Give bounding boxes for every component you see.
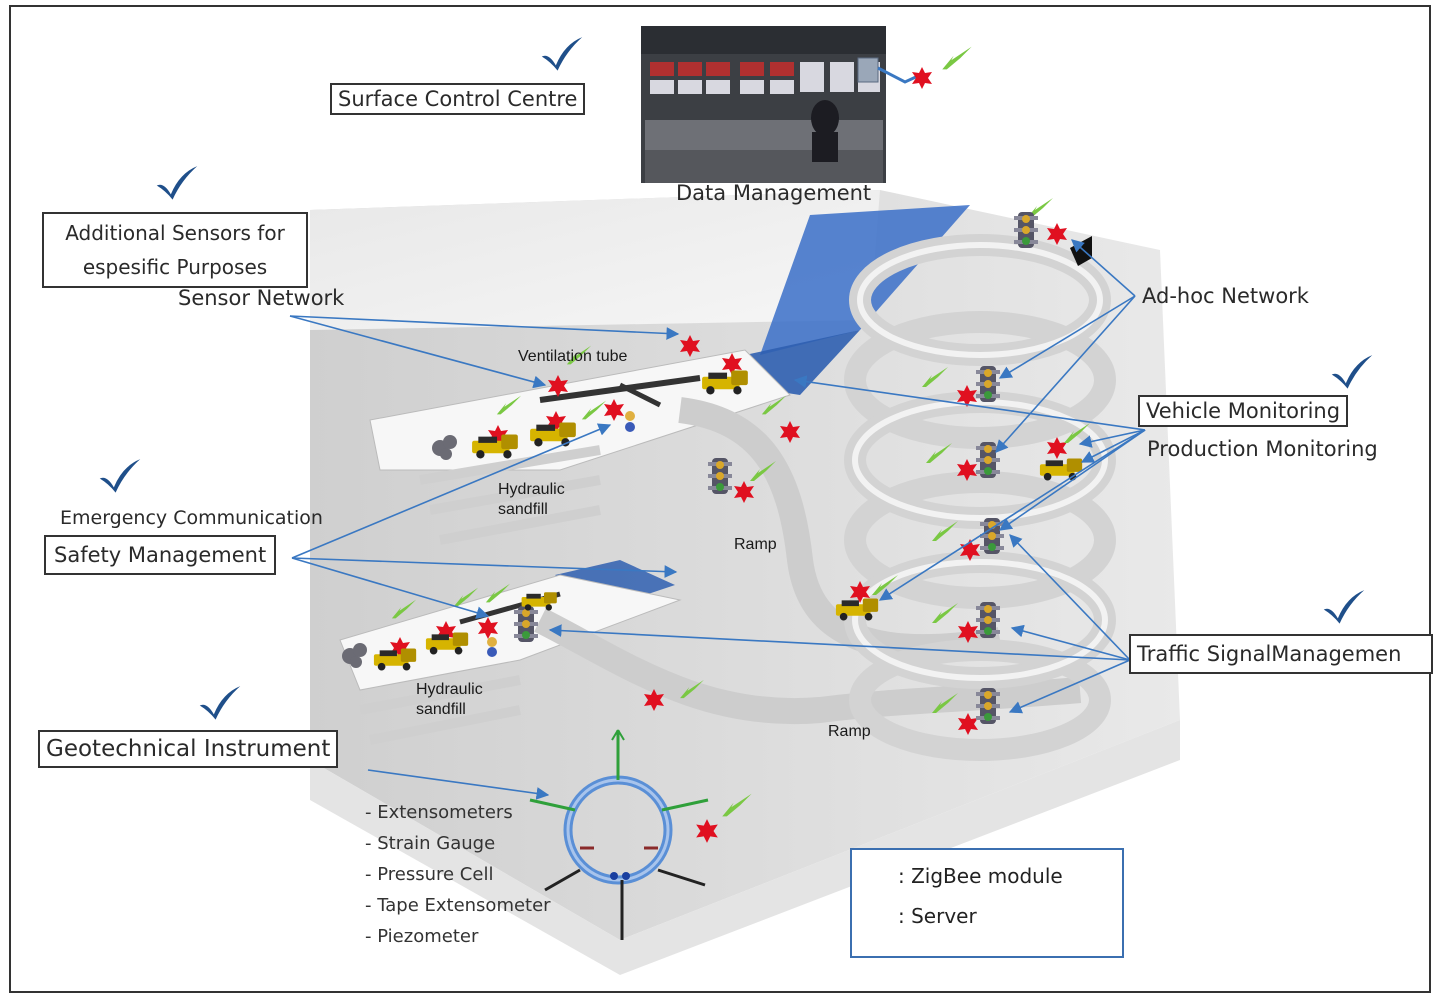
instrument-item: - Strain Gauge	[365, 833, 496, 854]
surface-control-centre-label: Surface Control Centre	[330, 83, 586, 115]
checkmark-icon	[199, 686, 241, 720]
instrument-item: - Tape Extensometer	[365, 895, 551, 916]
worker-icon	[625, 411, 635, 421]
traffic-light-icon	[514, 606, 538, 642]
rock-piles	[342, 435, 457, 668]
worker-icon	[487, 647, 497, 657]
hydraulic-sandfill-lower-label: Hydraulic sandfill	[416, 681, 483, 718]
geotechnical-instrument-label: Geotechnical Instrument	[38, 730, 339, 768]
additional-sensors-label: Additional Sensors for espesific Purpose…	[42, 212, 308, 288]
traffic-light-icon	[976, 366, 1000, 402]
sandfill-steps-upper	[419, 445, 601, 545]
control-centre-photo	[641, 26, 886, 183]
ramp-lower-label: Ramp	[828, 723, 871, 740]
ramp-lower	[534, 608, 1082, 725]
server-icon	[857, 57, 879, 83]
sensor-network-label: Sensor Network	[178, 286, 345, 310]
worker-icon	[625, 422, 635, 432]
traffic-light-icon	[976, 442, 1000, 478]
data-management-label: Data Management	[676, 181, 872, 205]
ventilation-tube-label: Ventilation tube	[518, 348, 628, 365]
lower-level-floor	[339, 574, 682, 691]
traffic-light-icon	[708, 458, 732, 494]
server-link	[877, 66, 919, 84]
instrument-item: - Extensometers	[365, 802, 513, 823]
worker-icon	[487, 637, 497, 647]
sandfill-steps-lower	[359, 675, 521, 745]
production-monitoring-label: Production Monitoring	[1147, 437, 1378, 461]
checkmark-icon	[1323, 590, 1365, 624]
ramp-upper-label: Ramp	[734, 536, 777, 553]
legend-server-label: : Server	[898, 904, 977, 928]
ramp-upper	[678, 397, 1003, 661]
hydraulic-sandfill-upper-label: Hydraulic sandfill	[498, 481, 565, 518]
traffic-light-icon	[1014, 212, 1038, 248]
instrument-item: - Piezometer	[365, 926, 479, 947]
mine-block-base	[310, 720, 1180, 975]
traffic-signal-management-label: Traffic SignalManagemen	[1129, 634, 1433, 674]
connector-arrows	[289, 239, 1146, 800]
mine-block-top	[310, 190, 880, 330]
checkmark-icon	[156, 166, 198, 200]
emergency-communication-label: Emergency Communication	[60, 507, 323, 529]
adhoc-network-label: Ad-hoc Network	[1142, 284, 1309, 308]
ventilation-tube-pipe	[539, 375, 701, 403]
geotechnical-ring	[529, 729, 709, 940]
legend-zigbee-label: : ZigBee module	[898, 864, 1063, 888]
checkmark-icon	[541, 37, 583, 71]
instrument-item: - Pressure Cell	[365, 864, 494, 885]
safety-management-label: Safety Management	[44, 535, 277, 575]
traffic-light-icon	[976, 602, 1000, 638]
ventilation-tube-branch	[618, 382, 662, 408]
figure-border	[9, 5, 1431, 993]
vehicle-monitoring-label: Vehicle Monitoring	[1138, 395, 1349, 427]
legend-box: : ZigBee module : Server	[850, 848, 1124, 958]
checkmark-icon	[99, 459, 141, 493]
traffic-light-icon	[976, 688, 1000, 724]
spiral-ramp-highlight	[852, 242, 1108, 681]
checkmark-icon	[1331, 355, 1373, 389]
